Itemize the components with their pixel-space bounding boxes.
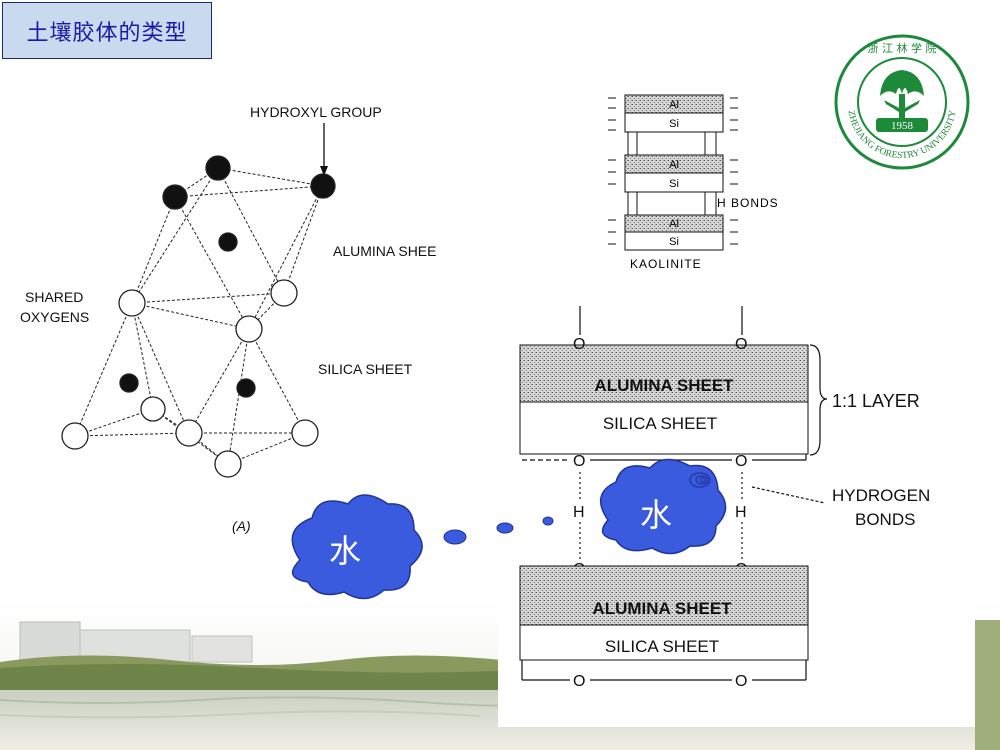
one-to-one-layer-label: 1:1 LAYER (832, 391, 920, 411)
oxygen-symbol: O (735, 673, 747, 690)
water-cloud-left: 水 (291, 494, 423, 600)
oxygen-atom (235, 315, 263, 343)
svg-text:Al: Al (669, 99, 679, 111)
svg-text:Si: Si (669, 118, 679, 130)
oxygen-atom (291, 419, 319, 447)
slide-title: 土壤胶体的类型 (26, 20, 188, 46)
oxygen-atom (175, 419, 203, 447)
svg-text:Al: Al (669, 218, 679, 230)
oxygen-atom (118, 289, 146, 317)
structure-atoms (61, 155, 336, 478)
silicon-atom (119, 373, 139, 393)
h-bonds-label: H BONDS (717, 196, 779, 210)
alumina-sheet-top-label: ALUMINA SHEET (594, 376, 734, 395)
figure-caption: (A) (232, 518, 251, 534)
kaolinite-layer: Al Si (624, 214, 724, 251)
kaolinite-layer: Al Si (624, 154, 724, 193)
structure-diagram (74, 167, 324, 465)
oxygen-symbol: O (573, 673, 585, 690)
hydrogen-symbol: H (735, 504, 747, 521)
hydrogen-symbol: H (573, 504, 585, 521)
oxygen-atom (214, 450, 242, 478)
silica-sheet-bottom-label: SILICA SHEET (605, 637, 719, 656)
logo-chinese-name: 浙 江 林 学 院 (868, 41, 937, 55)
university-logo: 1958 浙 江 林 学 院 ZHEJIANG FORESTRY UNIVERS… (834, 34, 970, 170)
oxygen-atom (61, 422, 89, 450)
swirl-icon (689, 472, 711, 488)
water-cloud-right: 水 (599, 458, 727, 555)
oxygen-atom (270, 279, 298, 307)
water-symbol: 水 (640, 496, 672, 534)
logo-year: 1958 (891, 120, 914, 132)
kaolinite-diagram: Al Si Al Si Al Si (608, 94, 779, 271)
svg-text:Si: Si (669, 178, 679, 190)
oxygen-symbol: O (573, 453, 585, 470)
silica-sheet-top (519, 401, 809, 455)
alumina-sheet-bottom-label: ALUMINA SHEET (592, 599, 732, 618)
silica-sheet-label: SILICA SHEET (318, 361, 413, 377)
oxygen-atom (140, 396, 166, 422)
oxygen-symbol: O (735, 336, 747, 353)
svg-text:Al: Al (669, 159, 679, 171)
svg-text:Si: Si (669, 236, 679, 248)
hydroxyl-atom (310, 173, 336, 199)
shared-oxygens-label-2: OXYGENS (20, 309, 89, 325)
hydroxyl-atom (205, 155, 231, 181)
hydrogen-bonds-label-2: BONDS (855, 510, 915, 529)
water-bubble (443, 529, 467, 545)
shared-oxygens-label-1: SHARED (25, 289, 83, 305)
kaolinite-label: KAOLINITE (630, 257, 702, 271)
arrowhead-icon (320, 166, 328, 176)
silica-sheet-bottom (519, 624, 809, 661)
water-symbol: 水 (329, 532, 361, 570)
water-bubble (496, 522, 514, 534)
layer-diagram: ALUMINA SHEET SILICA SHEET 1:1 LAYER O O… (519, 306, 930, 690)
kaolinite-layer: Al Si (624, 94, 724, 133)
water-bubble (542, 516, 554, 526)
alumina-sheet-label: ALUMINA SHEE (333, 243, 436, 259)
ginkgo-tree-icon (880, 70, 924, 118)
silica-sheet-top-label: SILICA SHEET (603, 414, 717, 433)
silicon-atom (236, 378, 256, 398)
slide-title-box: 土壤胶体的类型 (2, 2, 212, 59)
oxygen-symbol: O (573, 336, 585, 353)
hydrogen-bonds-label-1: HYDROGEN (832, 486, 930, 505)
aluminum-atom (218, 232, 238, 252)
oxygen-symbol: O (735, 453, 747, 470)
hydroxyl-group-label: HYDROXYL GROUP (250, 104, 382, 120)
hydroxyl-atom (162, 184, 188, 210)
alumina-sheet-top (519, 344, 809, 403)
